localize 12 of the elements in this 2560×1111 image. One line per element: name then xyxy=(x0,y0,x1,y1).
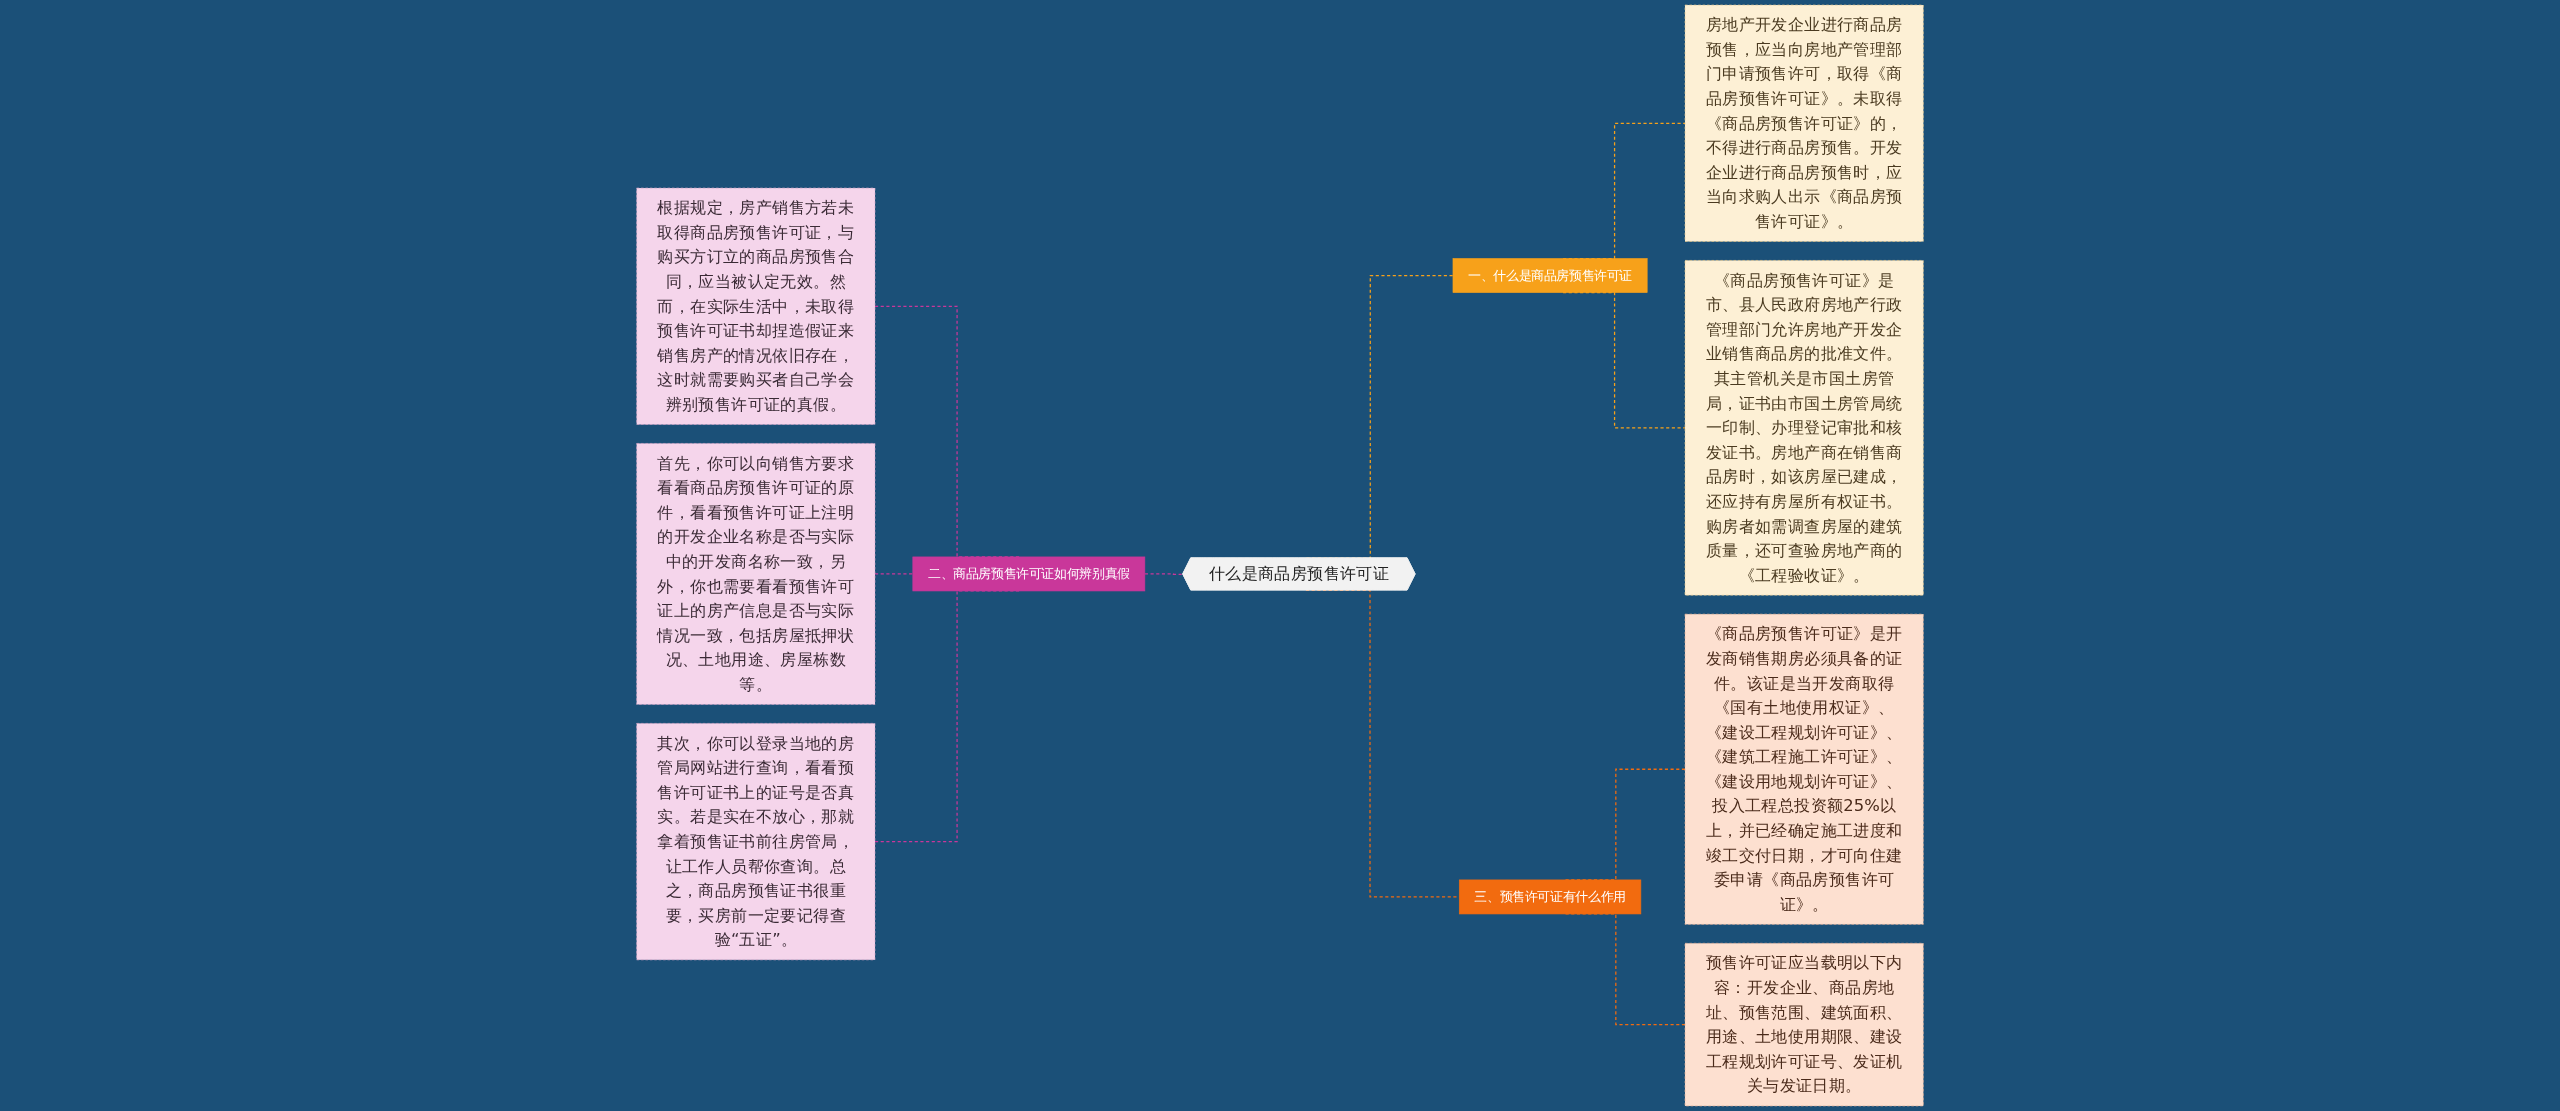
node-box: 预售许可证应当载明以下内容：开发企业、商品房地址、预售范围、建筑面积、用途、土地使用期限、建设工程规划许可证号、发证机关与发证日期。 xyxy=(1684,942,1924,1107)
node-box: 二、商品房预售许可证如何辨别真假 xyxy=(912,556,1146,592)
node-box: 根据规定，房产销售方若未取得商品房预售许可证，与购买方订立的商品房预售合同，应当被认定无效。然而，在实际生活中，未取得预售许可证书却捏造假证来销售房产的情况依旧存在，这时就需要购买者自己学会辨别预售许可证的真假。 xyxy=(636,187,876,425)
node-box: 《商品房预售许可证》是市、县人民政府房地产行政管理部门允许房地产开发企业销售商品房的批准文件。其主管机关是市国土房管局，证书由市国土房管局统一印制、办理登记审批和核发证书。房地产商在销售商品房时，如该房屋已建成，还应持有房屋所有权证书。购房者如需调查房屋的建筑质量，还可查验房地产商的《工程验收证》。 xyxy=(1684,260,1924,596)
connector xyxy=(874,573,914,575)
node-box: 三、预售许可证有什么作用 xyxy=(1458,879,1642,915)
node-box: 首先，你可以向销售方要求看看商品房预售许可证的原件，看看预售许可证上注明的开发企业名称是否与实际中的开发商名称一致，另外，你也需要看看预售许可证上的房产信息是否与实际情况一致，包括房屋抵押状况、土地用途、房屋栋数等。 xyxy=(636,443,876,705)
node-box: 其次，你可以登录当地的房管局网站进行查询，看看预售许可证书上的证号是否真实。若是实在不放心，那就拿着预售证书前往房管局，让工作人员帮你查询。总之，商品房预售证书很重要，买房前一定要记得查验“五证”。 xyxy=(636,723,876,961)
connector xyxy=(1144,573,1184,575)
node-box: 房地产开发企业进行商品房预售，应当向房地产管理部门申请预售许可，取得《商品房预售许可证》。未取得《商品房预售许可证》的，不得进行商品房预售。开发企业进行商品房预售时，应当向求购人出示《商品房预售许可证》。 xyxy=(1684,4,1924,242)
node-box: 一、什么是商品房预售许可证 xyxy=(1452,258,1648,293)
node-box: 《商品房预售许可证》是开发商销售期房必须具备的证件。该证是当开发商取得《国有土地使用权证》、《建设工程规划许可证》、《建筑工程施工许可证》、《建设用地规划许可证》、投入工程总投资额25%以上，并已经确定施工进度和竣工交付日期，才可向住建委申请《商品房预售许可证》。 xyxy=(1684,613,1924,925)
